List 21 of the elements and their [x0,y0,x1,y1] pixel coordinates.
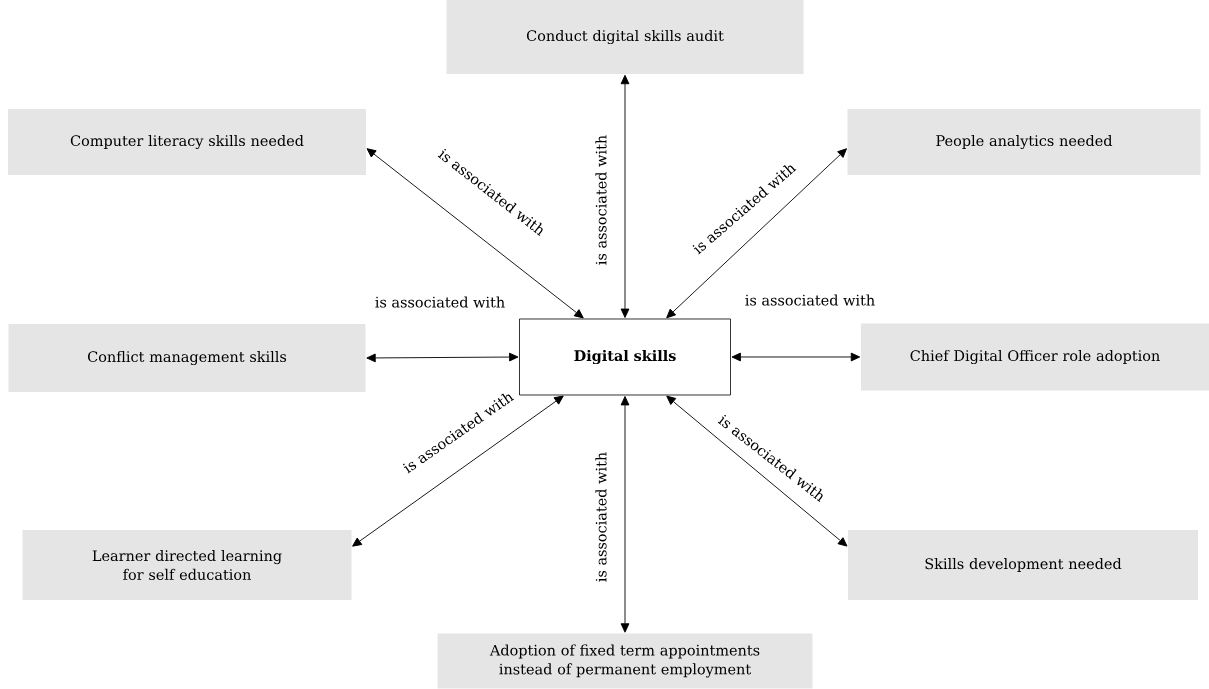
edge-label: is associated with [594,450,608,584]
concept-box: Conflict management skills [8,324,366,392]
arrow [731,352,861,362]
concept-box: Adoption of fixed term appointments instead of permanent employment [437,633,813,689]
concept-box: Conduct digital skills audit [446,0,804,74]
arrow [666,395,848,547]
edge-label: is associated with [594,133,608,267]
arrow [620,74,630,318]
concept-box: Learner directed learning for self education [22,530,352,600]
edge-label: is associated with [743,293,877,307]
arrow [666,148,847,319]
central-box: Digital skills [519,318,731,396]
edge-label: is associated with [373,295,507,309]
arrow [620,396,630,633]
concept-box: Chief Digital Officer role adoption [861,323,1209,391]
concept-box: People analytics needed [847,109,1201,175]
concept-box: Computer literacy skills needed [8,109,366,175]
arrow [352,395,564,547]
concept-box: Skills development needed [848,530,1198,600]
arrow [366,352,519,363]
arrow [366,148,584,319]
